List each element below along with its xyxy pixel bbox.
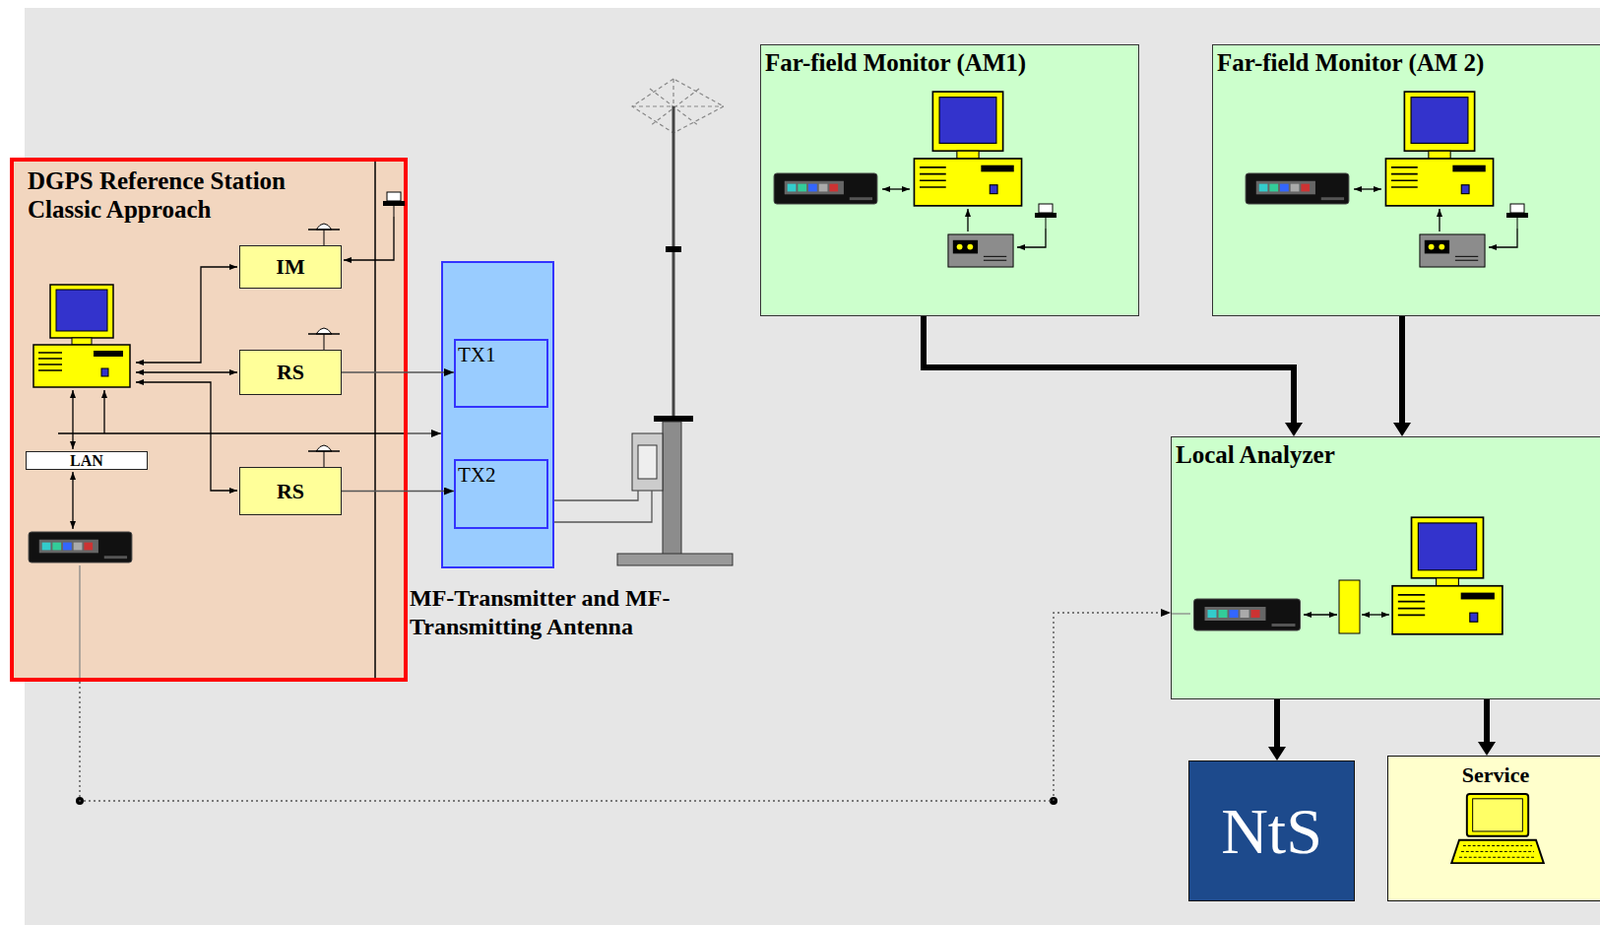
junction-dot: [1049, 796, 1058, 805]
field-antenna: [383, 192, 405, 217]
antenna-mast: [632, 78, 724, 133]
data-wire: [71, 471, 73, 529]
box-label: LAN: [69, 452, 104, 469]
antenna-mast: [617, 553, 733, 566]
service-box: Service: [1387, 755, 1600, 901]
antenna-mast: [638, 445, 657, 479]
antenna-mast: [632, 433, 663, 491]
antenna-mast: [672, 106, 676, 424]
antenna-mast: [632, 78, 724, 133]
antenna-mast: [662, 421, 682, 556]
box-heading: TX1: [457, 340, 497, 367]
box-label: RS: [276, 361, 305, 384]
data-wire: [882, 188, 910, 190]
box-heading: Far-field Monitor (AM 2): [1216, 45, 1484, 78]
field-antenna: [1034, 203, 1057, 229]
data-wire: [1017, 228, 1046, 248]
data-wire: [882, 189, 1046, 248]
junction-dot: [75, 796, 84, 805]
gps-antenna: [308, 445, 340, 469]
junction-dot: [75, 796, 1058, 805]
data-wire: [58, 216, 404, 678]
computer-icon: [913, 91, 1022, 206]
modem-icon: [773, 173, 878, 204]
computer-icon: [33, 284, 130, 387]
box-heading: MF-Transmitter and MF-Transmitting Anten…: [409, 583, 705, 641]
monitor-box: Far-field Monitor (AM 2): [1212, 44, 1600, 317]
antenna-mast: [548, 490, 652, 522]
transmitter-box: TX2: [453, 458, 549, 529]
data-wire: [135, 266, 238, 363]
analyzer-equipment: [1171, 437, 1600, 699]
box-heading: Far-field Monitor (AM1): [765, 45, 1026, 78]
data-wire: [1353, 188, 1382, 190]
data-wire: [103, 389, 105, 434]
signal-line: [341, 371, 454, 373]
field-antenna: [1506, 203, 1529, 229]
remote-link-line: [79, 612, 1171, 801]
data-flow-arrow: [923, 316, 1294, 425]
antenna-mast: [665, 246, 682, 253]
monitor-equipment: [1213, 45, 1600, 316]
box-label: NtS: [1220, 798, 1323, 864]
antenna-mast: [653, 415, 694, 422]
data-wire: [1353, 189, 1518, 248]
box-label: IM: [275, 256, 305, 278]
station-equipment: [13, 161, 404, 678]
signal-line: [341, 490, 454, 492]
data-flow-arrow: [1483, 699, 1490, 744]
data-wire: [1361, 613, 1390, 615]
data-wire: [1488, 228, 1518, 248]
integrity-monitor-box: IM: [239, 245, 342, 289]
monitor-equipment: [761, 45, 1139, 316]
data-wire: [78, 565, 80, 678]
data-wire: [58, 432, 404, 434]
computer-icon: [1385, 91, 1493, 206]
lan-bar: LAN: [25, 450, 148, 470]
gps-antenna: [308, 223, 340, 248]
data-wire: [1438, 208, 1440, 232]
modem-icon: [28, 531, 132, 563]
data-flow-arrow: [1274, 699, 1280, 749]
reference-receiver-box: RS: [239, 466, 342, 515]
transmitter-box: TX1: [453, 338, 549, 408]
data-wire: [343, 216, 394, 260]
receiver-icon: [948, 234, 1014, 267]
data-flow-arrow: [1399, 316, 1406, 425]
modem-icon: [1245, 173, 1349, 204]
box-label: Service: [1462, 762, 1530, 787]
computer-icon: [1392, 516, 1503, 635]
gps-antenna: [308, 327, 340, 352]
data-wire: [1303, 613, 1338, 615]
interface-unit: [1339, 579, 1360, 634]
modem-icon: [1194, 598, 1301, 631]
nts-box: NtS: [1188, 760, 1355, 901]
data-wire: [1171, 613, 1390, 615]
box-label: RS: [276, 480, 305, 503]
partition-line: [374, 161, 377, 678]
box-heading: Local Analyzer: [1175, 437, 1336, 470]
data-wire: [966, 208, 968, 232]
reference-receiver-box: RS: [239, 349, 342, 395]
antenna-mast: [548, 78, 733, 566]
data-wire: [135, 371, 238, 373]
signal-line: [407, 432, 442, 434]
analyzer-box: Local Analyzer: [1170, 436, 1600, 700]
data-wire: [71, 389, 73, 449]
data-wire: [1171, 612, 1191, 614]
data-wire: [135, 382, 238, 491]
monitor-box: Far-field Monitor (AM1): [760, 44, 1140, 317]
laptop-icon: [1451, 793, 1544, 863]
box-heading: DGPS Reference Station Classic Approach: [27, 161, 323, 225]
transmitter-cabinet: MF-Transmitter and MF-Transmitting Anten…: [441, 260, 555, 569]
monitor-equipment: [1245, 91, 1529, 267]
receiver-icon: [1419, 234, 1485, 267]
reference-station-box: DGPS Reference Station Classic ApproachI…: [9, 157, 408, 682]
box-heading: TX2: [457, 460, 497, 487]
antenna-mast: [632, 78, 724, 133]
